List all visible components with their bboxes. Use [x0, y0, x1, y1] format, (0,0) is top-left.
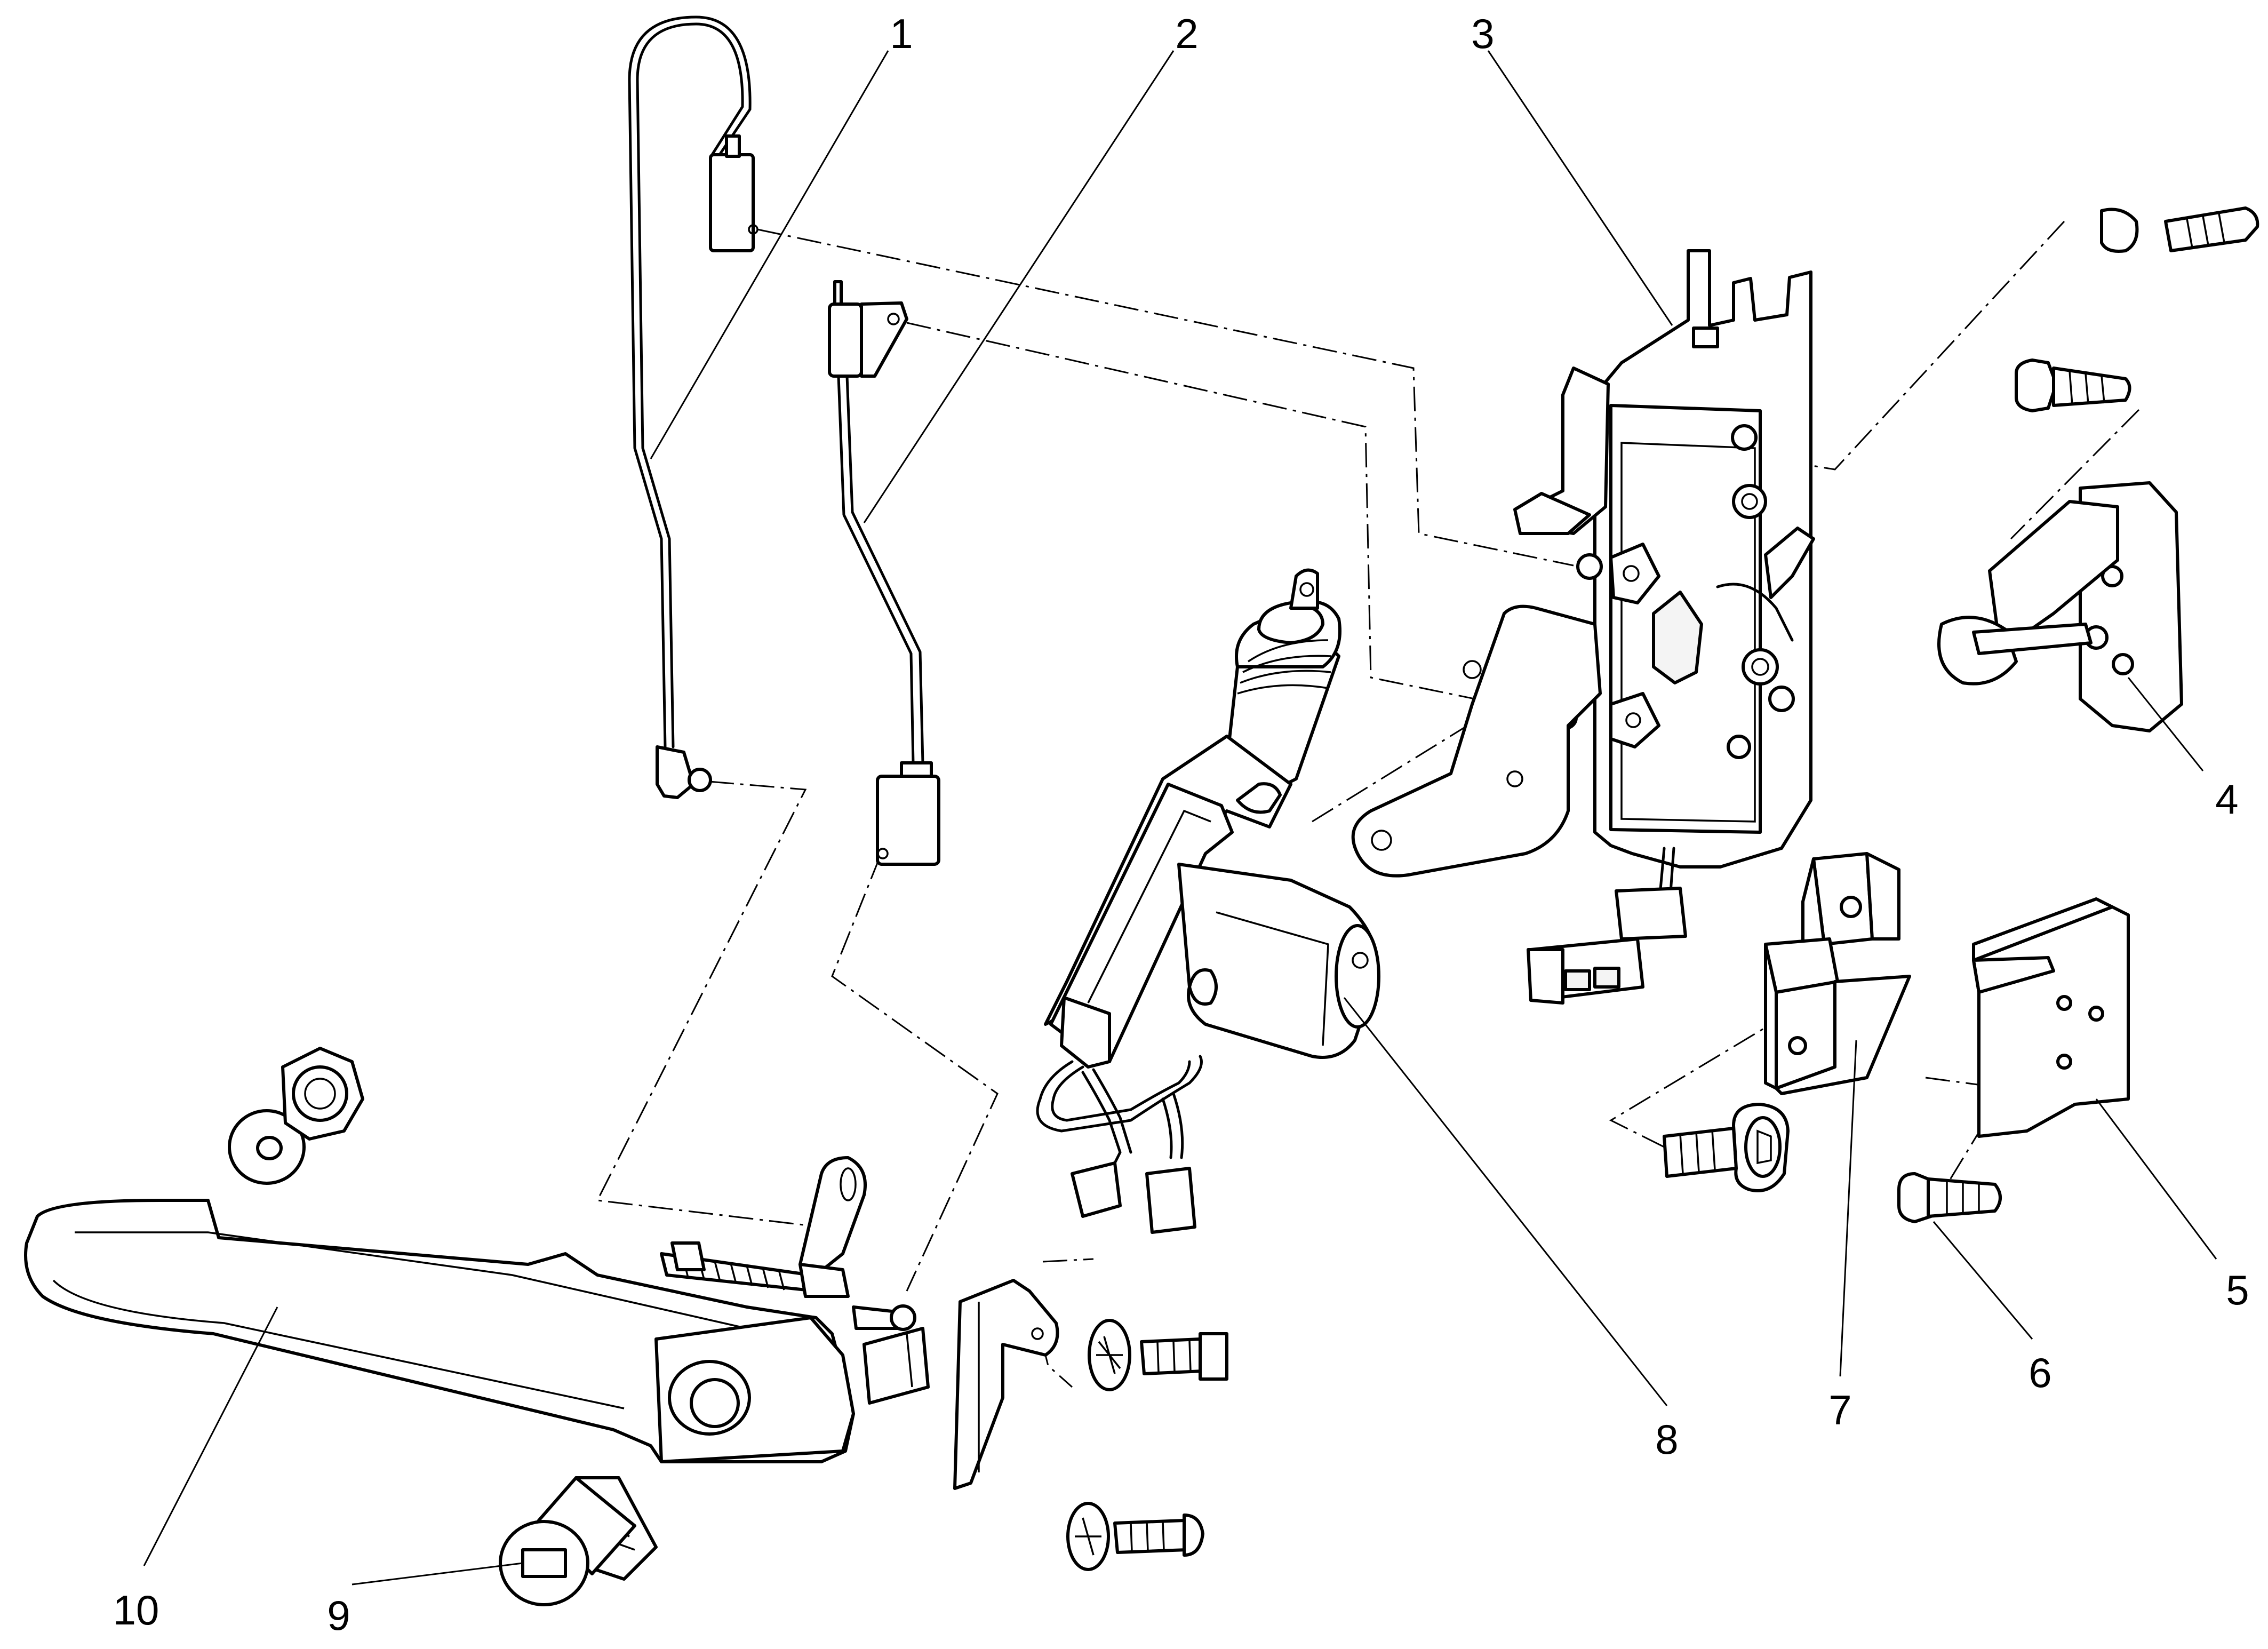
callout-10: 10	[113, 1587, 159, 1634]
part-3-door-lock	[1351, 249, 1815, 1005]
callout-7: 7	[1828, 1387, 1851, 1433]
callout-5: 5	[2226, 1266, 2249, 1313]
part-8-actuator	[1036, 568, 1380, 1234]
callout-8: 8	[1655, 1416, 1678, 1463]
callout-4: 4	[2215, 776, 2238, 823]
leader-lines	[143, 50, 2217, 1586]
callout-2: 2	[1175, 10, 1198, 57]
retaining-clip-and-screws	[953, 1279, 1228, 1571]
callout-1: 1	[890, 10, 913, 57]
part-10-door-handle	[24, 1156, 930, 1463]
part-1-rod-with-connector	[628, 15, 758, 799]
part-9-lock-cylinder	[499, 1476, 658, 1606]
part-6-screw	[1897, 1172, 2002, 1223]
callout-6: 6	[2029, 1349, 2051, 1396]
part-7-adjuster-bracket	[1663, 852, 1911, 1192]
part-4-striker	[1937, 206, 2259, 732]
callout-labels: 1 2 3 4 5 6 7 8 9 10	[113, 10, 2249, 1639]
callout-9: 9	[327, 1592, 350, 1639]
part-5-angle-bracket	[1972, 897, 2130, 1138]
callout-3: 3	[1471, 10, 1494, 57]
part-2-rod-with-clips	[828, 280, 940, 866]
nut-and-washer	[228, 1047, 364, 1185]
